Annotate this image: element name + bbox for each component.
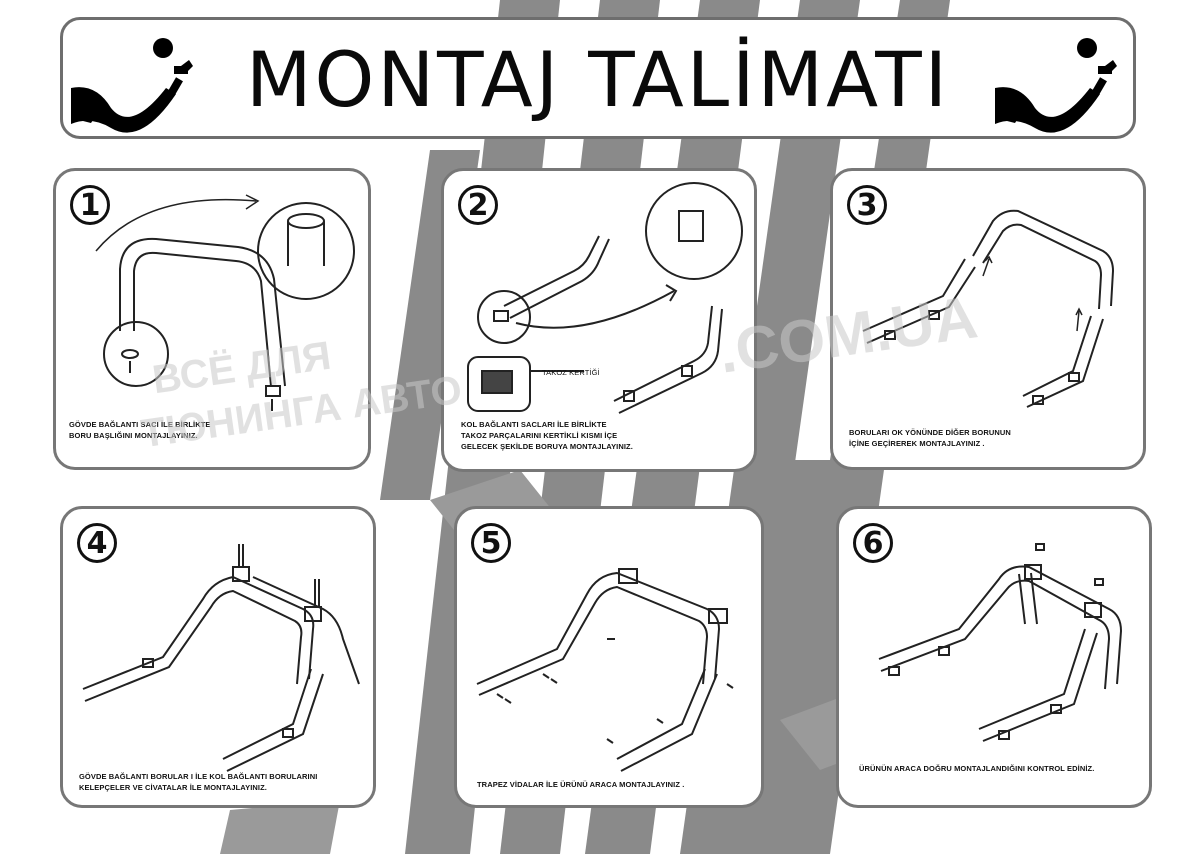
step-caption: GÖVDE BAĞLANTI BORULAR I İLE KOL BAĞLANT… (79, 772, 318, 792)
step-number: 4 (77, 523, 117, 563)
step-caption: BORULARI OK YÖNÜNDE DİĞER BORUNUN İÇİNE … (849, 428, 1011, 448)
mechanic-icon (995, 38, 1117, 133)
rollbar-diagram (95, 194, 355, 411)
step-panel-1: 1 GÖVDE BAĞLANTI SACI İLE BİRLİKTE BORU … (53, 168, 371, 470)
step-number: 5 (471, 523, 511, 563)
part-label: TAKOZ KERTİĞİ (542, 368, 600, 377)
step-panel-3: 3 BORULARI OK YÖNÜNDE DİĞER BORUNUN İÇİN… (830, 168, 1146, 470)
rollbar-diagram (878, 543, 1123, 742)
step-panel-5: 5 TRAPEZ VİDALAR İLE ÜRÜNÜ ARACA MONTAJL… (454, 506, 764, 808)
step-panel-2: 2 TAKOZ KERTİĞİ KOL BAĞLANTI SACLARI İLE… (441, 168, 757, 472)
step-caption: GÖVDE BAĞLANTI SACI İLE BİRLİKTE BORU BA… (69, 420, 211, 440)
step-number: 2 (458, 185, 498, 225)
rollbar-diagram (82, 544, 360, 772)
step-number: 1 (70, 185, 110, 225)
rollbar-diagram (476, 568, 734, 772)
step-number: 3 (847, 185, 887, 225)
step-caption: TRAPEZ VİDALAR İLE ÜRÜNÜ ARACA MONTAJLAY… (477, 780, 685, 789)
step-panel-6: 6 ÜRÜNÜN ARACA DOĞRU MONTAJLANDIĞINI KON… (836, 506, 1152, 808)
mechanic-icon (71, 38, 193, 133)
page-title: MONTAJ TALİMATI (245, 35, 951, 124)
title-banner: MONTAJ TALİMATI (60, 17, 1136, 139)
step-panel-4: 4 GÖVDE BAĞLANTI BORULAR I İLE KOL BAĞLA… (60, 506, 376, 808)
rollbar-diagram (467, 182, 743, 414)
step-caption: KOL BAĞLANTI SACLARI İLE BİRLİKTE TAKOZ … (461, 420, 633, 451)
step-caption: ÜRÜNÜN ARACA DOĞRU MONTAJLANDIĞINI KONTR… (859, 764, 1095, 773)
rollbar-diagram (862, 209, 1115, 408)
step-number: 6 (853, 523, 893, 563)
